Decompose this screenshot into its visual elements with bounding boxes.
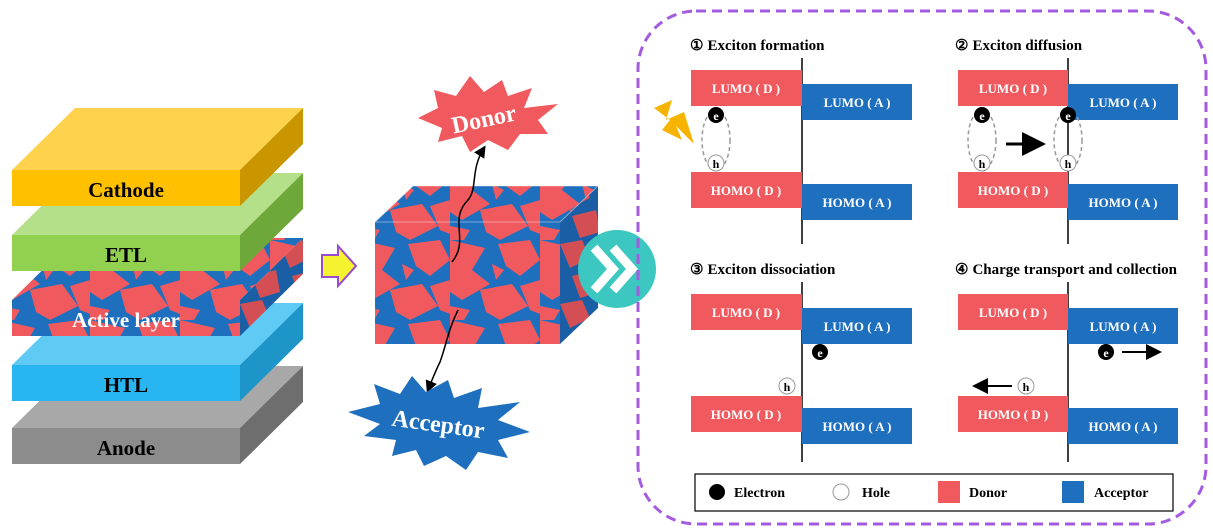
panel-1: LUMO ( D ) LUMO ( A ) HOMO ( D ) HOMO ( … bbox=[654, 58, 912, 244]
svg-text:LUMO ( A ): LUMO ( A ) bbox=[1090, 319, 1157, 334]
electron-icon: e bbox=[1098, 344, 1114, 360]
lumo-d-box bbox=[691, 70, 802, 106]
legend: Electron Hole Donor Acceptor bbox=[694, 473, 1174, 512]
acceptor-burst: Acceptor bbox=[348, 376, 530, 470]
process-frame bbox=[636, 9, 1208, 526]
homo-a-box bbox=[1068, 408, 1178, 444]
layer-label-etl: ETL bbox=[105, 243, 147, 267]
panel-4: LUMO ( D ) LUMO ( A ) HOMO ( D ) HOMO ( … bbox=[958, 282, 1178, 462]
legend-donor-swatch bbox=[938, 481, 960, 503]
legend-acceptor: Acceptor bbox=[1094, 486, 1148, 501]
electron-icon: e bbox=[1060, 107, 1076, 123]
lumo-a-box bbox=[1068, 84, 1178, 120]
svg-text:e: e bbox=[817, 346, 823, 360]
svg-text:LUMO ( D ): LUMO ( D ) bbox=[712, 81, 780, 96]
homo-a-box bbox=[1068, 184, 1178, 220]
next-chevron-icon bbox=[578, 230, 656, 308]
device-stack: Anode HTL Active layer ETL Catho bbox=[12, 108, 303, 464]
lumo-a-box bbox=[802, 308, 912, 344]
zoom-arrow-icon bbox=[321, 243, 358, 289]
lumo-d-box bbox=[958, 70, 1068, 106]
donor-burst: Donor bbox=[418, 76, 558, 152]
layer-label-cathode: Cathode bbox=[88, 178, 164, 202]
homo-d-box bbox=[958, 172, 1068, 208]
homo-a-box bbox=[802, 408, 912, 444]
legend-electron: Electron bbox=[734, 486, 785, 501]
svg-text:e: e bbox=[713, 109, 719, 123]
svg-text:HOMO ( A ): HOMO ( A ) bbox=[823, 195, 892, 210]
legend-hole: Hole bbox=[862, 486, 890, 501]
lumo-a-box bbox=[1068, 308, 1178, 344]
svg-text:LUMO ( D ): LUMO ( D ) bbox=[712, 305, 780, 320]
svg-text:LUMO ( D ): LUMO ( D ) bbox=[979, 81, 1047, 96]
legend-hole-icon bbox=[832, 483, 850, 501]
homo-d-box bbox=[691, 172, 802, 208]
donor-path-arrow bbox=[451, 145, 486, 263]
hole-icon: h bbox=[1017, 377, 1035, 395]
layer-label-anode: Anode bbox=[97, 436, 155, 460]
lumo-a-box bbox=[802, 84, 912, 120]
homo-d-box bbox=[958, 396, 1068, 432]
lumo-d-box bbox=[691, 294, 802, 330]
svg-text:HOMO ( A ): HOMO ( A ) bbox=[823, 419, 892, 434]
acceptor-path-arrow bbox=[425, 309, 459, 393]
layer-label-active: Active layer bbox=[72, 308, 180, 332]
svg-text:HOMO ( D ): HOMO ( D ) bbox=[711, 407, 781, 422]
svg-text:LUMO ( A ): LUMO ( A ) bbox=[824, 319, 891, 334]
svg-text:LUMO ( A ): LUMO ( A ) bbox=[1090, 95, 1157, 110]
hole-icon: h bbox=[707, 154, 725, 172]
svg-text:e: e bbox=[1065, 109, 1071, 123]
legend-electron-icon bbox=[709, 484, 725, 500]
svg-text:HOMO ( D ): HOMO ( D ) bbox=[711, 183, 781, 198]
layer-label-htl: HTL bbox=[104, 373, 148, 397]
svg-text:LUMO ( D ): LUMO ( D ) bbox=[979, 305, 1047, 320]
svg-text:h: h bbox=[784, 380, 791, 394]
electron-icon: e bbox=[708, 107, 724, 123]
svg-text:e: e bbox=[979, 109, 985, 123]
svg-text:HOMO ( A ): HOMO ( A ) bbox=[1089, 419, 1158, 434]
svg-text:HOMO ( A ): HOMO ( A ) bbox=[1089, 195, 1158, 210]
homo-a-box bbox=[802, 184, 912, 220]
light-flash-icon bbox=[654, 100, 694, 144]
electron-icon: e bbox=[812, 344, 828, 360]
hole-icon: h bbox=[778, 377, 796, 395]
svg-text:h: h bbox=[1065, 157, 1072, 171]
blend-cube bbox=[373, 185, 600, 344]
svg-text:h: h bbox=[979, 157, 986, 171]
homo-d-box bbox=[691, 396, 802, 432]
svg-text:LUMO ( A ): LUMO ( A ) bbox=[824, 95, 891, 110]
hole-icon: h bbox=[973, 154, 991, 172]
svg-text:e: e bbox=[1103, 346, 1109, 360]
svg-text:HOMO ( D ): HOMO ( D ) bbox=[978, 407, 1048, 422]
panel-3: LUMO ( D ) LUMO ( A ) HOMO ( D ) HOMO ( … bbox=[691, 282, 912, 462]
hole-icon: h bbox=[1059, 154, 1077, 172]
svg-text:h: h bbox=[713, 157, 720, 171]
legend-acceptor-swatch bbox=[1062, 481, 1084, 503]
svg-text:HOMO ( D ): HOMO ( D ) bbox=[978, 183, 1048, 198]
legend-donor: Donor bbox=[969, 486, 1007, 501]
layer-cathode: Cathode bbox=[12, 108, 303, 206]
electron-icon: e bbox=[974, 107, 990, 123]
panel-2: LUMO ( D ) LUMO ( A ) HOMO ( D ) HOMO ( … bbox=[958, 58, 1178, 244]
lumo-d-box bbox=[958, 294, 1068, 330]
svg-text:h: h bbox=[1023, 380, 1030, 394]
